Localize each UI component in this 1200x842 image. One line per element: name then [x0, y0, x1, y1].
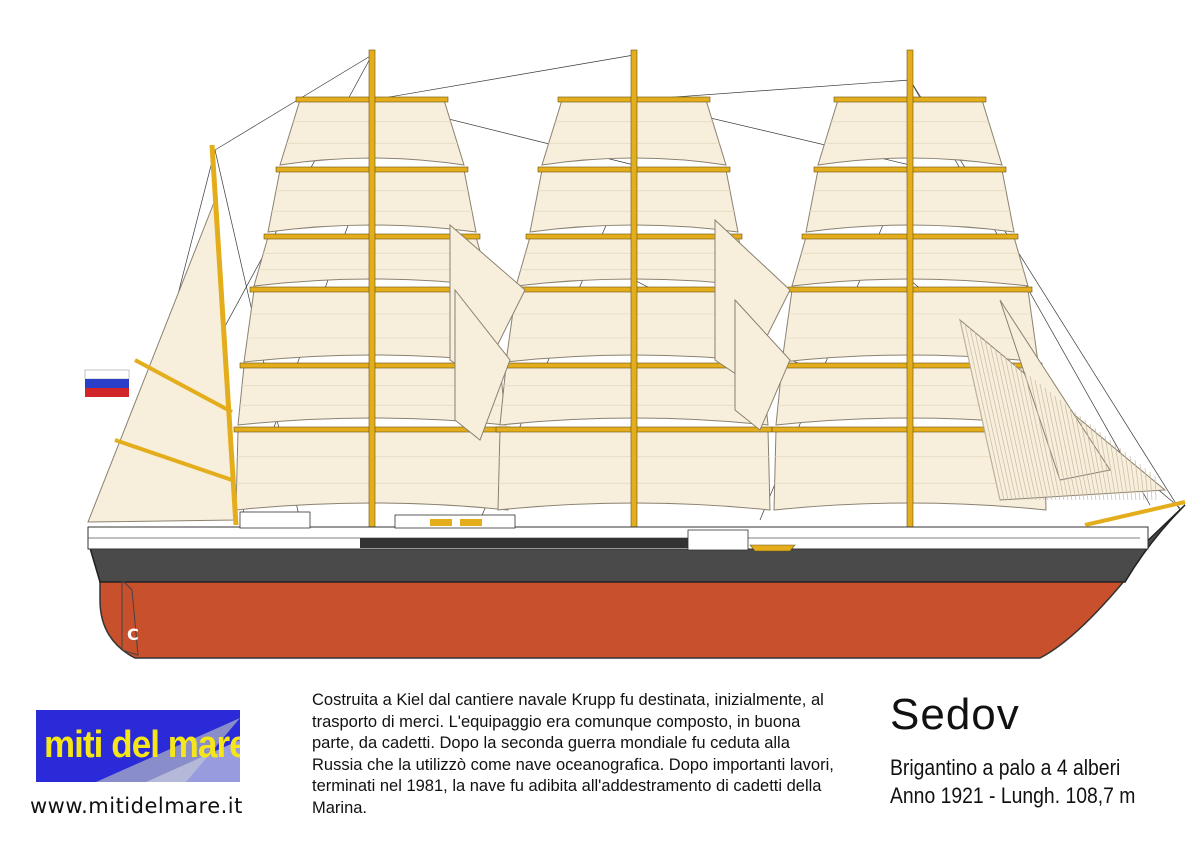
hatch-11 — [1014, 363, 1045, 501]
hatch-15 — [1034, 379, 1061, 501]
deck-house-mid — [394, 514, 516, 529]
hatch-3 — [974, 331, 1013, 501]
deck-vent-2 — [460, 519, 482, 526]
hatch-39 — [1154, 475, 1157, 501]
hatch-22 — [1069, 407, 1089, 501]
hatch-10 — [1009, 359, 1041, 501]
hatch-35 — [1134, 459, 1141, 501]
deck-house-aft — [239, 511, 311, 529]
staysail-3 — [999, 299, 1111, 481]
hatch-27 — [1094, 427, 1109, 501]
rope-0 — [214, 54, 373, 151]
logo-box[interactable]: miti del mare — [36, 710, 240, 782]
hatch-24 — [1079, 415, 1097, 501]
mizzen-mast — [209, 144, 239, 526]
hatch-23 — [1074, 411, 1093, 501]
ship-name: Sedov — [890, 690, 1020, 739]
ship-description: Costruita a Kiel dal cantiere navale Kru… — [312, 691, 834, 817]
hatch-13 — [1024, 371, 1053, 501]
hatch-7 — [994, 347, 1029, 501]
hatch-30 — [1109, 439, 1121, 501]
hull-bottom — [99, 579, 1127, 659]
hatch-33 — [1124, 451, 1133, 501]
ship-illustration: C — [84, 49, 1186, 659]
hull-top — [88, 504, 1186, 583]
ship-hull: C — [87, 500, 1186, 659]
rope-2 — [633, 79, 911, 101]
staysail-4 — [734, 298, 791, 431]
hatch-12 — [1019, 367, 1049, 501]
ship-year-length: Anno 1921 - Lungh. 108,7 m — [890, 783, 1136, 808]
masts — [114, 49, 914, 541]
hatch-28 — [1099, 431, 1113, 501]
rope-1 — [371, 54, 635, 101]
deck-house-fore — [687, 529, 749, 551]
hatch-34 — [1129, 455, 1137, 501]
hatch-6 — [989, 343, 1025, 501]
hatch-21 — [1064, 403, 1085, 501]
mast-0 — [368, 49, 376, 541]
hatch-26 — [1089, 423, 1105, 501]
logo-text: miti del mare — [44, 724, 240, 766]
deck-stripe — [360, 538, 690, 548]
hatch-20 — [1059, 399, 1081, 501]
hatch-32 — [1119, 447, 1129, 501]
mast-2 — [906, 49, 914, 541]
hatch-0 — [959, 319, 1001, 501]
flag-blue — [85, 379, 129, 388]
hatch-37 — [1144, 467, 1149, 501]
gaff-lower — [114, 438, 233, 482]
flag-white — [84, 369, 130, 380]
hatch-8 — [999, 351, 1033, 501]
ship-type: Brigantino a palo a 4 alberi — [890, 755, 1121, 780]
flag-red — [85, 388, 129, 397]
gaff-upper — [134, 358, 233, 414]
ship-specs: Brigantino a palo a 4 alberi Anno 1921 -… — [890, 754, 1135, 810]
deck-vent-1 — [430, 519, 452, 526]
russian-flag — [84, 369, 130, 397]
hatch-16 — [1039, 383, 1065, 501]
logo-sail-icon — [96, 718, 240, 782]
hatch-31 — [1114, 443, 1125, 501]
square-sails — [233, 96, 1049, 511]
mast-1 — [630, 49, 638, 541]
hatch-17 — [1044, 387, 1069, 501]
staysail-5 — [454, 288, 511, 441]
hatch-38 — [1149, 471, 1153, 501]
hatch-5 — [984, 339, 1021, 501]
hatch-14 — [1029, 375, 1057, 501]
hatch-18 — [1049, 391, 1073, 501]
website-link[interactable]: www.mitidelmare.it — [30, 794, 243, 818]
staysail-hatching — [959, 319, 1157, 501]
hatch-9 — [1004, 355, 1037, 501]
hatch-4 — [979, 335, 1017, 501]
hatch-25 — [1084, 419, 1101, 501]
lifeboat — [749, 544, 796, 552]
bowsprit — [1084, 500, 1186, 527]
rudder — [121, 578, 139, 656]
rudder-mark: C — [127, 625, 139, 644]
hatch-2 — [969, 327, 1009, 501]
hatch-29 — [1104, 435, 1117, 501]
hatch-1 — [964, 323, 1005, 501]
hatch-36 — [1139, 463, 1145, 501]
hatch-19 — [1054, 395, 1077, 501]
